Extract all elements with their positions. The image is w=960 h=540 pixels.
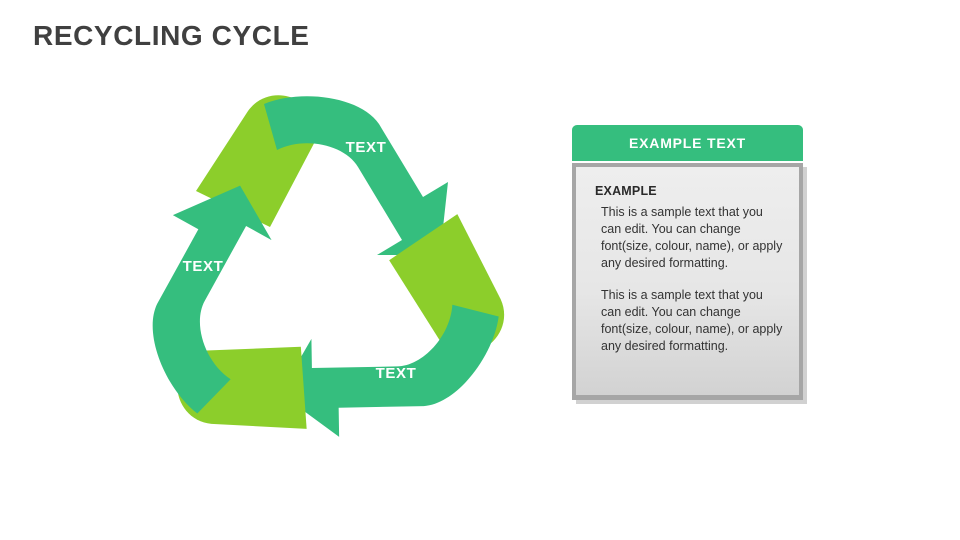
card-paragraph-2: This is a sample text that you can edit.… (601, 288, 783, 353)
page-title: RECYCLING CYCLE (33, 20, 310, 51)
card-paragraph-1: This is a sample text that you can edit.… (601, 205, 783, 270)
recycle-segment-left[interactable] (98, 179, 362, 477)
card-header: EXAMPLE TEXT (572, 125, 803, 161)
recycle-segment-bottom-right[interactable] (276, 182, 540, 480)
example-text-card: EXAMPLE TEXT EXAMPLE This is a sample te… (572, 125, 803, 400)
recycling-cycle-diagram: TEXT TEXT TEXT (130, 88, 510, 460)
card-frame: EXAMPLE This is a sample text that you c… (572, 163, 803, 400)
card-header-title: EXAMPLE TEXT (629, 135, 746, 151)
recycle-arrow-label-top: TEXT (346, 139, 387, 156)
recycle-arrow-bottom-right (279, 304, 499, 437)
recycle-arrow-left (152, 185, 272, 414)
card-body: EXAMPLE This is a sample text that you c… (576, 167, 799, 395)
recycling-symbol-svg: TEXT TEXT TEXT (152, 95, 505, 437)
recycle-arrow-label-left: TEXT (183, 258, 224, 275)
card-body-heading: EXAMPLE (595, 184, 657, 198)
recycle-arrow-label-bottom-right: TEXT (376, 365, 417, 382)
recycle-arrow-top (264, 96, 448, 255)
